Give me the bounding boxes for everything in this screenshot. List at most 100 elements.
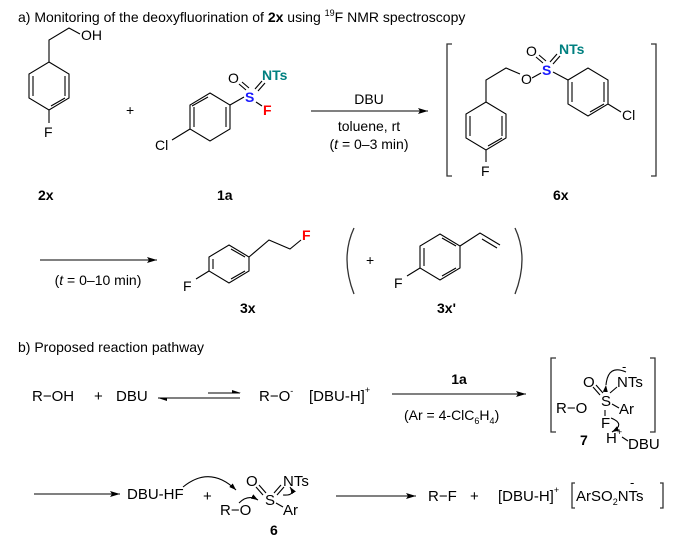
bracket-right — [651, 43, 657, 177]
atom-f: F — [481, 163, 490, 179]
atom-f: F — [601, 415, 610, 432]
double-bond — [441, 237, 457, 247]
condition-solvent: toluene, rt — [338, 118, 400, 134]
bond-s-ar — [611, 403, 620, 409]
curly-arrow-o-s — [238, 494, 259, 504]
condition-time: (t = 0–10 min) — [55, 272, 142, 288]
label-3x-prime: 3x' — [437, 300, 456, 316]
label-6x: 6x — [553, 187, 569, 203]
reaction-arrow-2: (t = 0–10 min) — [40, 257, 157, 288]
curly-arrow-f-attack — [182, 476, 237, 491]
atom-s: S — [542, 62, 551, 78]
benzene-ring — [28, 61, 70, 111]
plus-sign: + — [203, 488, 212, 505]
anion-bracket-left — [571, 482, 575, 509]
atom-f-alkyl: F — [302, 227, 311, 243]
anion-bracket-right — [660, 482, 664, 509]
bond-sf — [255, 101, 263, 107]
condition-time: (t = 0–3 min) — [330, 136, 409, 152]
group-nts: NTs — [283, 473, 309, 490]
section-a-heading: a) Monitoring of the deoxyfluorination o… — [18, 8, 465, 25]
double-bond — [589, 103, 605, 113]
text-anion: ArSO2NTs — [576, 488, 644, 507]
compound-2x: OH F 2x — [28, 27, 102, 203]
double-bond-so — [241, 81, 250, 89]
text-dbuh-cation: [DBU-H]+ — [498, 485, 559, 505]
atom-f: F — [44, 124, 53, 140]
intermediate-7: O S NTs - R−O Ar F H+ DBU 7 — [550, 357, 660, 453]
text-dbuh: [DBU-H]+ — [309, 385, 370, 405]
atom-h: H+ — [606, 427, 622, 447]
curly-arrow-n-to-s — [602, 369, 627, 393]
bond-h-dbu — [621, 436, 629, 442]
atom-o: O — [526, 43, 537, 59]
bond-ccl — [171, 128, 191, 141]
equilibrium-arrow — [158, 390, 241, 401]
bracket-right — [650, 357, 656, 433]
aryl-definition: (Ar = 4-ClC6H4) — [404, 407, 499, 426]
benzene-ring — [419, 233, 461, 281]
double-bond-vinyl — [481, 238, 498, 249]
benzene-ring — [208, 244, 250, 284]
anion-charge: - — [630, 475, 634, 490]
bond-cs — [229, 96, 245, 106]
bond-cf — [195, 270, 210, 280]
atom-oh: OH — [81, 27, 102, 43]
atom-o-ester: O — [521, 71, 532, 87]
benzene-ring — [189, 92, 231, 142]
bond-chain — [48, 27, 81, 62]
reagent-1a: 1a — [451, 371, 467, 387]
text-roh: R−OH — [32, 388, 74, 405]
double-bond — [441, 267, 457, 277]
paren-right — [514, 227, 523, 295]
label-7: 7 — [580, 432, 588, 448]
double-bond-so — [592, 386, 601, 396]
reaction-arrow-1: DBU toluene, rt (t = 0–3 min) — [311, 91, 428, 152]
label-2x: 2x — [38, 187, 54, 203]
double-bond — [487, 137, 503, 147]
double-bond — [230, 248, 246, 258]
section-b-heading: b) Proposed reaction pathway — [18, 339, 204, 355]
atom-s: S — [265, 492, 275, 509]
atom-o: O — [583, 374, 595, 391]
reverse-head — [158, 398, 167, 401]
bond-ccl — [607, 103, 622, 113]
compound-6x: F O S O NTs Cl 6x — [446, 41, 657, 203]
label-6: 6 — [270, 522, 278, 538]
benzene-ring — [567, 67, 609, 117]
group-nts: NTs — [617, 374, 643, 391]
forward-head — [232, 390, 241, 393]
text-dbuhf: DBU-HF — [127, 486, 184, 503]
bracket-left — [550, 357, 556, 433]
bond-vinyl — [459, 232, 501, 247]
text-rf: R−F — [428, 488, 457, 505]
compound-1a: Cl S O NTs F 1a — [155, 67, 288, 203]
text-ar: Ar — [619, 401, 634, 418]
atom-s: S — [245, 89, 254, 105]
curly-arrow-h-to-f — [610, 417, 620, 433]
double-bond-so — [535, 56, 544, 64]
atom-f-aryl: F — [183, 278, 192, 294]
text-alkoxide: R−O- — [259, 386, 293, 405]
text-dbu: DBU — [116, 388, 148, 405]
plus-sign: + — [94, 388, 103, 405]
reagent-dbu: DBU — [354, 91, 384, 107]
atom-f: F — [263, 102, 272, 118]
double-bond-so — [538, 54, 547, 62]
bond-chain — [485, 67, 521, 102]
atom-o: O — [228, 70, 239, 86]
atom-cl: Cl — [622, 107, 635, 123]
bond-os — [531, 72, 542, 79]
double-bond-so — [595, 384, 604, 394]
atom-s: S — [601, 393, 611, 410]
double-bond — [230, 270, 246, 280]
bond-sc — [552, 71, 569, 81]
bond-chain — [248, 239, 302, 258]
bracket-left — [446, 43, 452, 177]
double-bond-sn — [254, 80, 263, 90]
double-bond-sn — [276, 486, 285, 496]
pathway-row-2: DBU-HF + O S NTs R−O Ar 6 R−F + [DBU-H]+… — [34, 473, 664, 538]
bond-s-ar — [275, 502, 284, 508]
label-3x: 3x — [240, 300, 256, 316]
